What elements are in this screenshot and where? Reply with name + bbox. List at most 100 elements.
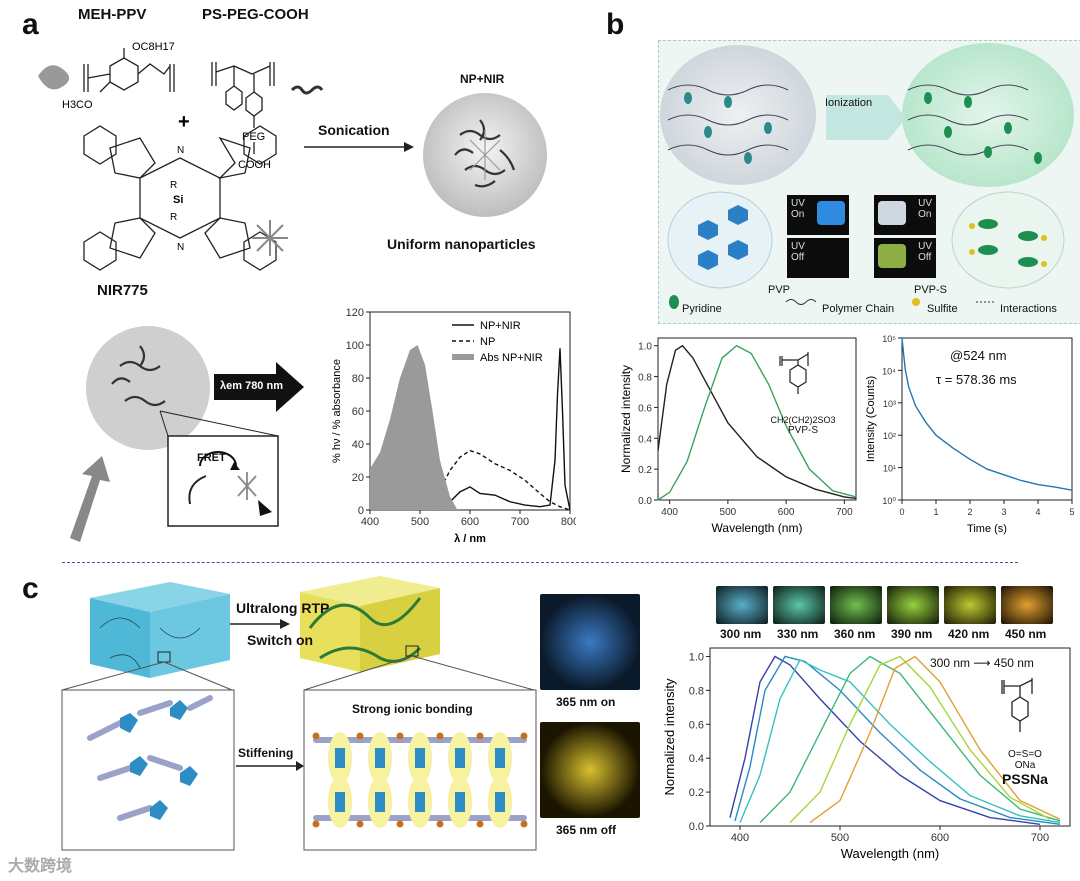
sulfite-legend-icon	[912, 298, 920, 306]
x-tick-label: 700	[836, 507, 853, 518]
series-line-4	[789, 655, 1051, 824]
legend-interactions: Interactions	[1000, 303, 1057, 315]
legend-swatch	[452, 354, 474, 360]
excitation-330: 330 nm	[777, 627, 819, 641]
product-description: Uniform nanoparticles	[387, 236, 536, 252]
y-tick-label: 120	[346, 307, 364, 319]
fret-scheme	[70, 326, 279, 542]
series-line-0	[729, 655, 1041, 825]
x-tick-label: 5	[1069, 507, 1074, 517]
x-tick-label: 600	[931, 832, 949, 844]
excitation-arrow	[70, 456, 110, 542]
peg-label: PEG	[242, 131, 265, 143]
photo-330nm	[773, 586, 825, 624]
n-label-top: N	[177, 145, 184, 156]
pvps-sphere	[902, 43, 1074, 187]
x-tick-label: 400	[361, 516, 379, 528]
plot-frame	[657, 337, 857, 501]
emission-arrow	[214, 362, 304, 412]
pssna-structure: O=S=O ONa PSSNa	[990, 676, 1060, 787]
y-axis-label: Normalized intensity	[619, 365, 633, 473]
pvp-sphere	[660, 45, 816, 185]
ionization-arrow	[826, 95, 906, 140]
x-tick-label: 1	[933, 507, 938, 517]
legend-sulfite: Sulfite	[927, 303, 958, 315]
x-tick-label: 3	[1001, 507, 1006, 517]
x-tick-label: 800	[561, 516, 576, 528]
y-axis-label: % hν / % absorbance	[331, 359, 343, 463]
rtp-label: Ultralong RTP	[236, 600, 330, 616]
pvps-structure: CH2(CH2)2SO3 PVP-S	[768, 350, 838, 436]
nanoparticle-icon	[423, 93, 547, 217]
x-tick-label: 700	[1031, 832, 1049, 844]
ionization-label: Ionization	[825, 97, 873, 109]
x-tick-label: 400	[661, 507, 678, 518]
fret-label: FRET	[197, 452, 226, 464]
series-line-1	[429, 449, 571, 511]
x-tick-label: 2	[967, 507, 972, 517]
polymer-chain-legend-icon	[785, 299, 817, 305]
y-tick-label: 0.2	[689, 787, 704, 799]
pssna-so3-label: O=S=O	[1008, 749, 1042, 760]
h3co-label: H3CO	[62, 99, 93, 111]
series-line-2	[739, 658, 1061, 824]
series-area-2	[370, 345, 458, 510]
x-tick-label: 500	[720, 507, 737, 518]
pvps-compound-label: PVP-S	[787, 425, 818, 436]
x-tick-label: 500	[831, 832, 849, 844]
excitation-300: 300 nm	[720, 627, 762, 641]
excitation-420: 420 nm	[948, 627, 990, 641]
y-tick-label: 0.8	[689, 685, 704, 697]
nir775-structure	[83, 125, 277, 271]
legend-entry: NP	[480, 336, 495, 348]
y-tick-label: 100	[346, 340, 364, 352]
watermark: 大数跨境	[8, 858, 73, 875]
x-tick-label: 0	[899, 507, 904, 517]
y-tick-label: 0.0	[689, 821, 704, 833]
y-tick-label: 0	[358, 505, 364, 517]
meh-ppv-structure	[83, 48, 175, 93]
y-tick-label: 10¹	[883, 464, 896, 474]
y-tick-label: 40	[352, 439, 364, 451]
excitation-360: 360 nm	[834, 627, 876, 641]
photo-360nm	[830, 586, 882, 624]
y-tick-label: 10⁰	[882, 496, 896, 506]
y-tick-label: 0.0	[638, 496, 652, 507]
si-label: Si	[173, 194, 183, 206]
panel-label-b: b	[606, 8, 625, 41]
y-tick-label: 0.6	[638, 403, 652, 414]
series-line-1	[734, 655, 1061, 825]
excitation-390: 390 nm	[891, 627, 933, 641]
y-tick-label: 1.0	[689, 651, 704, 663]
photo-450nm	[1001, 586, 1053, 624]
y-tick-label: 10⁴	[882, 366, 896, 376]
cube-top-left	[90, 582, 230, 612]
series-line-1	[657, 344, 857, 501]
ps-peg-structure	[211, 62, 275, 154]
pvps-label: PVP-S	[914, 284, 948, 296]
y-tick-label: 0.4	[638, 434, 652, 445]
y-tick-label: 10⁵	[882, 334, 896, 344]
series-line-5	[809, 655, 1061, 824]
decay-wavelength: @524 nm	[950, 348, 1007, 363]
y-tick-label: 0.8	[638, 373, 652, 384]
sonication-arrow	[304, 142, 414, 152]
photo-420nm	[944, 586, 996, 624]
panel-b-illustration	[660, 43, 1074, 309]
n-label-bottom: N	[177, 242, 184, 253]
series-line-0	[657, 344, 857, 500]
r-label-top: R	[170, 180, 177, 191]
stiffening-left-box	[61, 689, 235, 851]
pvps-inset-sphere	[951, 191, 1065, 289]
peg-chain-icon	[290, 85, 324, 95]
plus-sign: +	[178, 111, 190, 133]
pvps-sulfonate-label: CH2(CH2)2SO3	[770, 415, 836, 425]
polymer-icon	[38, 65, 70, 90]
pyridine-legend-icon	[669, 295, 679, 309]
emission-label: λem 780 nm	[220, 380, 283, 392]
x-tick-label: 600	[461, 516, 479, 528]
chart-a-spectra: 400500600700800020406080100120λ / nm% hν…	[331, 307, 576, 545]
pssna-structure-drawing	[1001, 678, 1033, 732]
plot-frame	[901, 337, 1073, 501]
